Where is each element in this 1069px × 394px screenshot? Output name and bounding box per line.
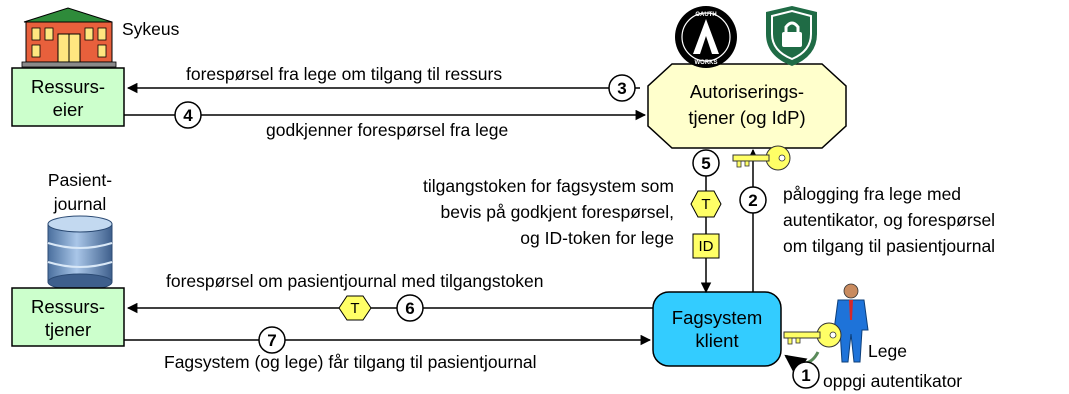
resource-owner-label-line1: Ressurs-	[31, 76, 105, 97]
database-icon	[47, 215, 113, 291]
resource-server-box: Ressurs- tjener	[11, 287, 125, 347]
step-2-text-line1: pålogging fra lege med	[783, 184, 961, 204]
authorization-server-box: Autoriserings- tjener (og IdP)	[647, 63, 847, 149]
svg-text:6: 6	[405, 299, 414, 318]
oauth-logo-icon: OAUTH WORKS	[675, 6, 737, 68]
step-1-badge: 1	[792, 361, 820, 389]
svg-text:4: 4	[183, 106, 193, 125]
access-token-hexagon-step6: T	[338, 295, 372, 321]
step-5-text-line2: bevis på godkjent forespørsel,	[441, 202, 674, 222]
shield-lock-icon	[766, 6, 817, 66]
step-6-text: forespørsel om pasientjournal med tilgan…	[166, 271, 543, 291]
svg-text:5: 5	[701, 154, 710, 173]
step-5-text-line3: og ID-token for lege	[520, 228, 674, 248]
step-2-badge: 2	[739, 186, 767, 214]
step-3-text: forespørsel fra lege om tilgang til ress…	[186, 64, 502, 84]
step-2-text-line2: autentikator, og forespørsel	[783, 210, 995, 230]
client-label-line2: klient	[695, 330, 738, 351]
svg-text:ID: ID	[699, 238, 714, 255]
resource-owner-label-line2: eier	[53, 99, 84, 120]
resource-server-label-line2: tjener	[45, 319, 91, 340]
step-7-badge: 7	[258, 326, 286, 354]
step-5-badge: 5	[692, 149, 720, 177]
step-1-arrow	[784, 351, 820, 376]
resource-server-label-line1: Ressurs-	[31, 296, 105, 317]
step-5-text-line1: tilgangstoken for fagsystem som	[423, 176, 674, 196]
svg-text:T: T	[350, 300, 359, 317]
resource-owner-box: Ressurs- eier	[11, 67, 125, 127]
hospital-label: Sykeus	[122, 19, 180, 39]
doctor-label: Lege	[868, 341, 907, 361]
record-label-line1: Pasient-	[48, 170, 112, 190]
oauth-logo-bottom-text: WORKS	[695, 60, 718, 66]
step-6-badge: 6	[396, 294, 424, 322]
step-4-badge: 4	[174, 101, 202, 129]
key-icon	[732, 145, 791, 171]
key-icon-client	[783, 322, 842, 348]
id-token-badge: ID	[692, 233, 720, 259]
record-label-line2: journal	[53, 194, 107, 214]
oauth-logo-top-text: OAUTH	[695, 12, 716, 18]
step-3-badge: 3	[608, 74, 636, 102]
doctor-icon	[833, 283, 869, 363]
step-2-text-line3: om tilgang til pasientjournal	[783, 236, 995, 256]
authorization-server-label-line2: tjener (og IdP)	[688, 107, 805, 128]
step-4-text: godkjenner forespørsel fra lege	[266, 120, 508, 140]
step-7-text: Fagsystem (og lege) får tilgang til pasi…	[164, 352, 537, 372]
authorization-server-label-line1: Autoriserings-	[690, 81, 804, 102]
client-box: Fagsystem klient	[652, 291, 782, 367]
svg-text:1: 1	[801, 366, 810, 385]
svg-text:2: 2	[748, 191, 757, 210]
step-1-text: oppgi autentikator	[823, 371, 962, 391]
svg-text:7: 7	[267, 331, 276, 350]
svg-text:T: T	[701, 196, 710, 213]
client-label-line1: Fagsystem	[672, 307, 762, 328]
access-token-hexagon: T	[690, 190, 722, 218]
svg-text:3: 3	[617, 79, 626, 98]
hospital-icon	[21, 7, 117, 68]
